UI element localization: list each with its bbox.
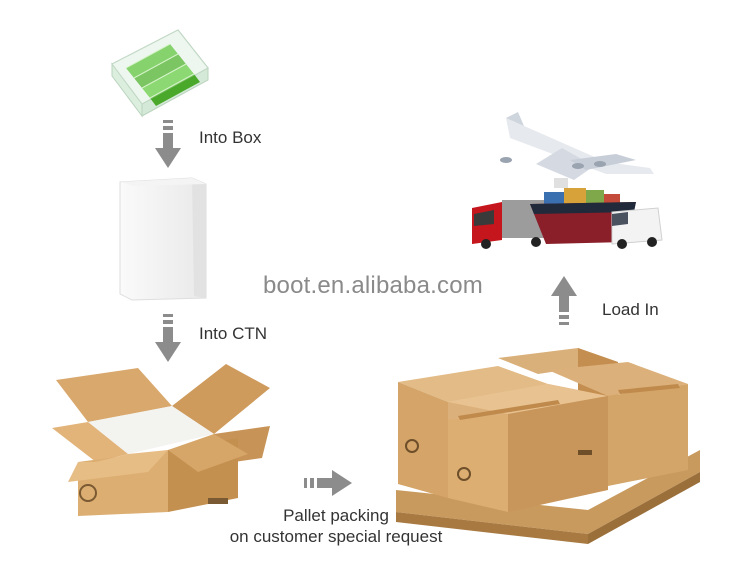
load-in-label: Load In bbox=[602, 300, 659, 320]
transport-illustration bbox=[466, 108, 682, 256]
airplane-icon bbox=[500, 112, 654, 180]
down-arrow-icon bbox=[153, 120, 183, 172]
up-arrow-icon bbox=[549, 274, 579, 326]
pallet-cartons-icon bbox=[388, 340, 706, 548]
van-icon bbox=[612, 208, 662, 249]
watermark-url: boot.en.alibaba.com bbox=[263, 272, 483, 300]
white-box-icon bbox=[114, 176, 208, 302]
down-arrow-icon bbox=[153, 314, 183, 366]
into-ctn-label: Into CTN bbox=[199, 324, 267, 344]
battery-pack-icon bbox=[108, 24, 212, 116]
into-box-label: Into Box bbox=[199, 128, 261, 148]
open-carton-icon bbox=[48, 362, 274, 518]
right-arrow-icon bbox=[304, 468, 356, 498]
